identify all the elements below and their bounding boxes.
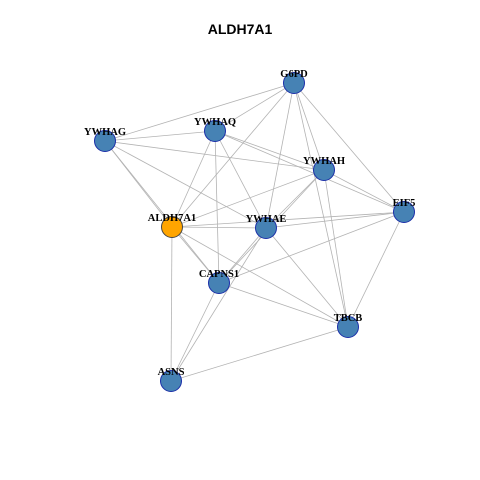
edge-ywhah-aldh7a1 — [171, 169, 325, 228]
node-label-aldh7a1: ALDH7A1 — [148, 213, 196, 224]
edge-ywhag-ywhae — [104, 140, 267, 229]
node-tbcb — [337, 316, 359, 338]
edge-g6pd-eif5 — [293, 82, 405, 213]
graph-title: ALDH7A1 — [207, 21, 273, 37]
node-aldh7a1 — [161, 216, 183, 238]
edge-capns1-tbcb — [218, 282, 349, 328]
edge-g6pd-aldh7a1 — [171, 82, 295, 228]
edge-aldh7a1-capns1 — [171, 226, 220, 284]
edge-ywhah-tbcb — [323, 169, 349, 328]
node-label-asns: ASNS — [158, 367, 185, 378]
node-ywhaq — [204, 120, 226, 142]
node-ywhae — [255, 217, 277, 239]
edge-ywhag-ywhah — [104, 140, 325, 171]
edge-ywhaq-capns1 — [214, 130, 220, 284]
edge-ywhag-ywhaq — [104, 130, 216, 142]
edge-ywhag-capns1 — [104, 140, 220, 284]
node-label-ywhae: YWHAE — [246, 214, 287, 225]
edge-ywhae-capns1 — [218, 227, 267, 284]
edge-g6pd-tbcb — [293, 82, 349, 328]
edge-aldh7a1-tbcb — [171, 226, 349, 328]
edge-ywhaq-ywhae — [214, 130, 267, 229]
edge-ywhah-ywhae — [265, 169, 325, 229]
edge-eif5-ywhae — [265, 211, 405, 229]
edge-ywhaq-eif5 — [214, 130, 405, 213]
edge-ywhaq-aldh7a1 — [171, 130, 216, 228]
edge-ywhaq-ywhah — [214, 130, 325, 171]
nodes-layer — [94, 72, 415, 392]
edge-eif5-tbcb — [347, 211, 405, 328]
edge-g6pd-ywhae — [265, 82, 295, 229]
edge-tbcb-asns — [170, 326, 349, 382]
node-label-tbcb: TBCB — [334, 313, 363, 324]
node-label-ywhah: YWHAH — [303, 156, 345, 167]
node-asns — [160, 370, 182, 392]
edge-ywhah-eif5 — [323, 169, 405, 213]
node-label-eif5: EIF5 — [393, 198, 416, 209]
edge-g6pd-ywhah — [293, 82, 325, 171]
edge-capns1-asns — [170, 282, 220, 382]
node-label-g6pd: G6PD — [280, 69, 308, 80]
edge-ywhae-tbcb — [265, 227, 349, 328]
edge-g6pd-ywhaq — [214, 82, 295, 132]
node-ywhah — [313, 159, 335, 181]
node-label-ywhaq: YWHAQ — [194, 117, 236, 128]
edge-ywhae-asns — [170, 227, 267, 382]
edge-aldh7a1-asns — [170, 226, 173, 382]
node-capns1 — [208, 272, 230, 294]
node-eif5 — [393, 201, 415, 223]
edge-aldh7a1-ywhae — [171, 226, 267, 229]
edge-g6pd-ywhag — [104, 82, 295, 142]
node-g6pd — [283, 72, 305, 94]
edge-eif5-aldh7a1 — [171, 211, 405, 228]
node-label-capns1: CAPNS1 — [199, 269, 239, 280]
node-label-ywhag: YWHAG — [84, 127, 126, 138]
node-ywhag — [94, 130, 116, 152]
edges-layer — [104, 82, 405, 382]
